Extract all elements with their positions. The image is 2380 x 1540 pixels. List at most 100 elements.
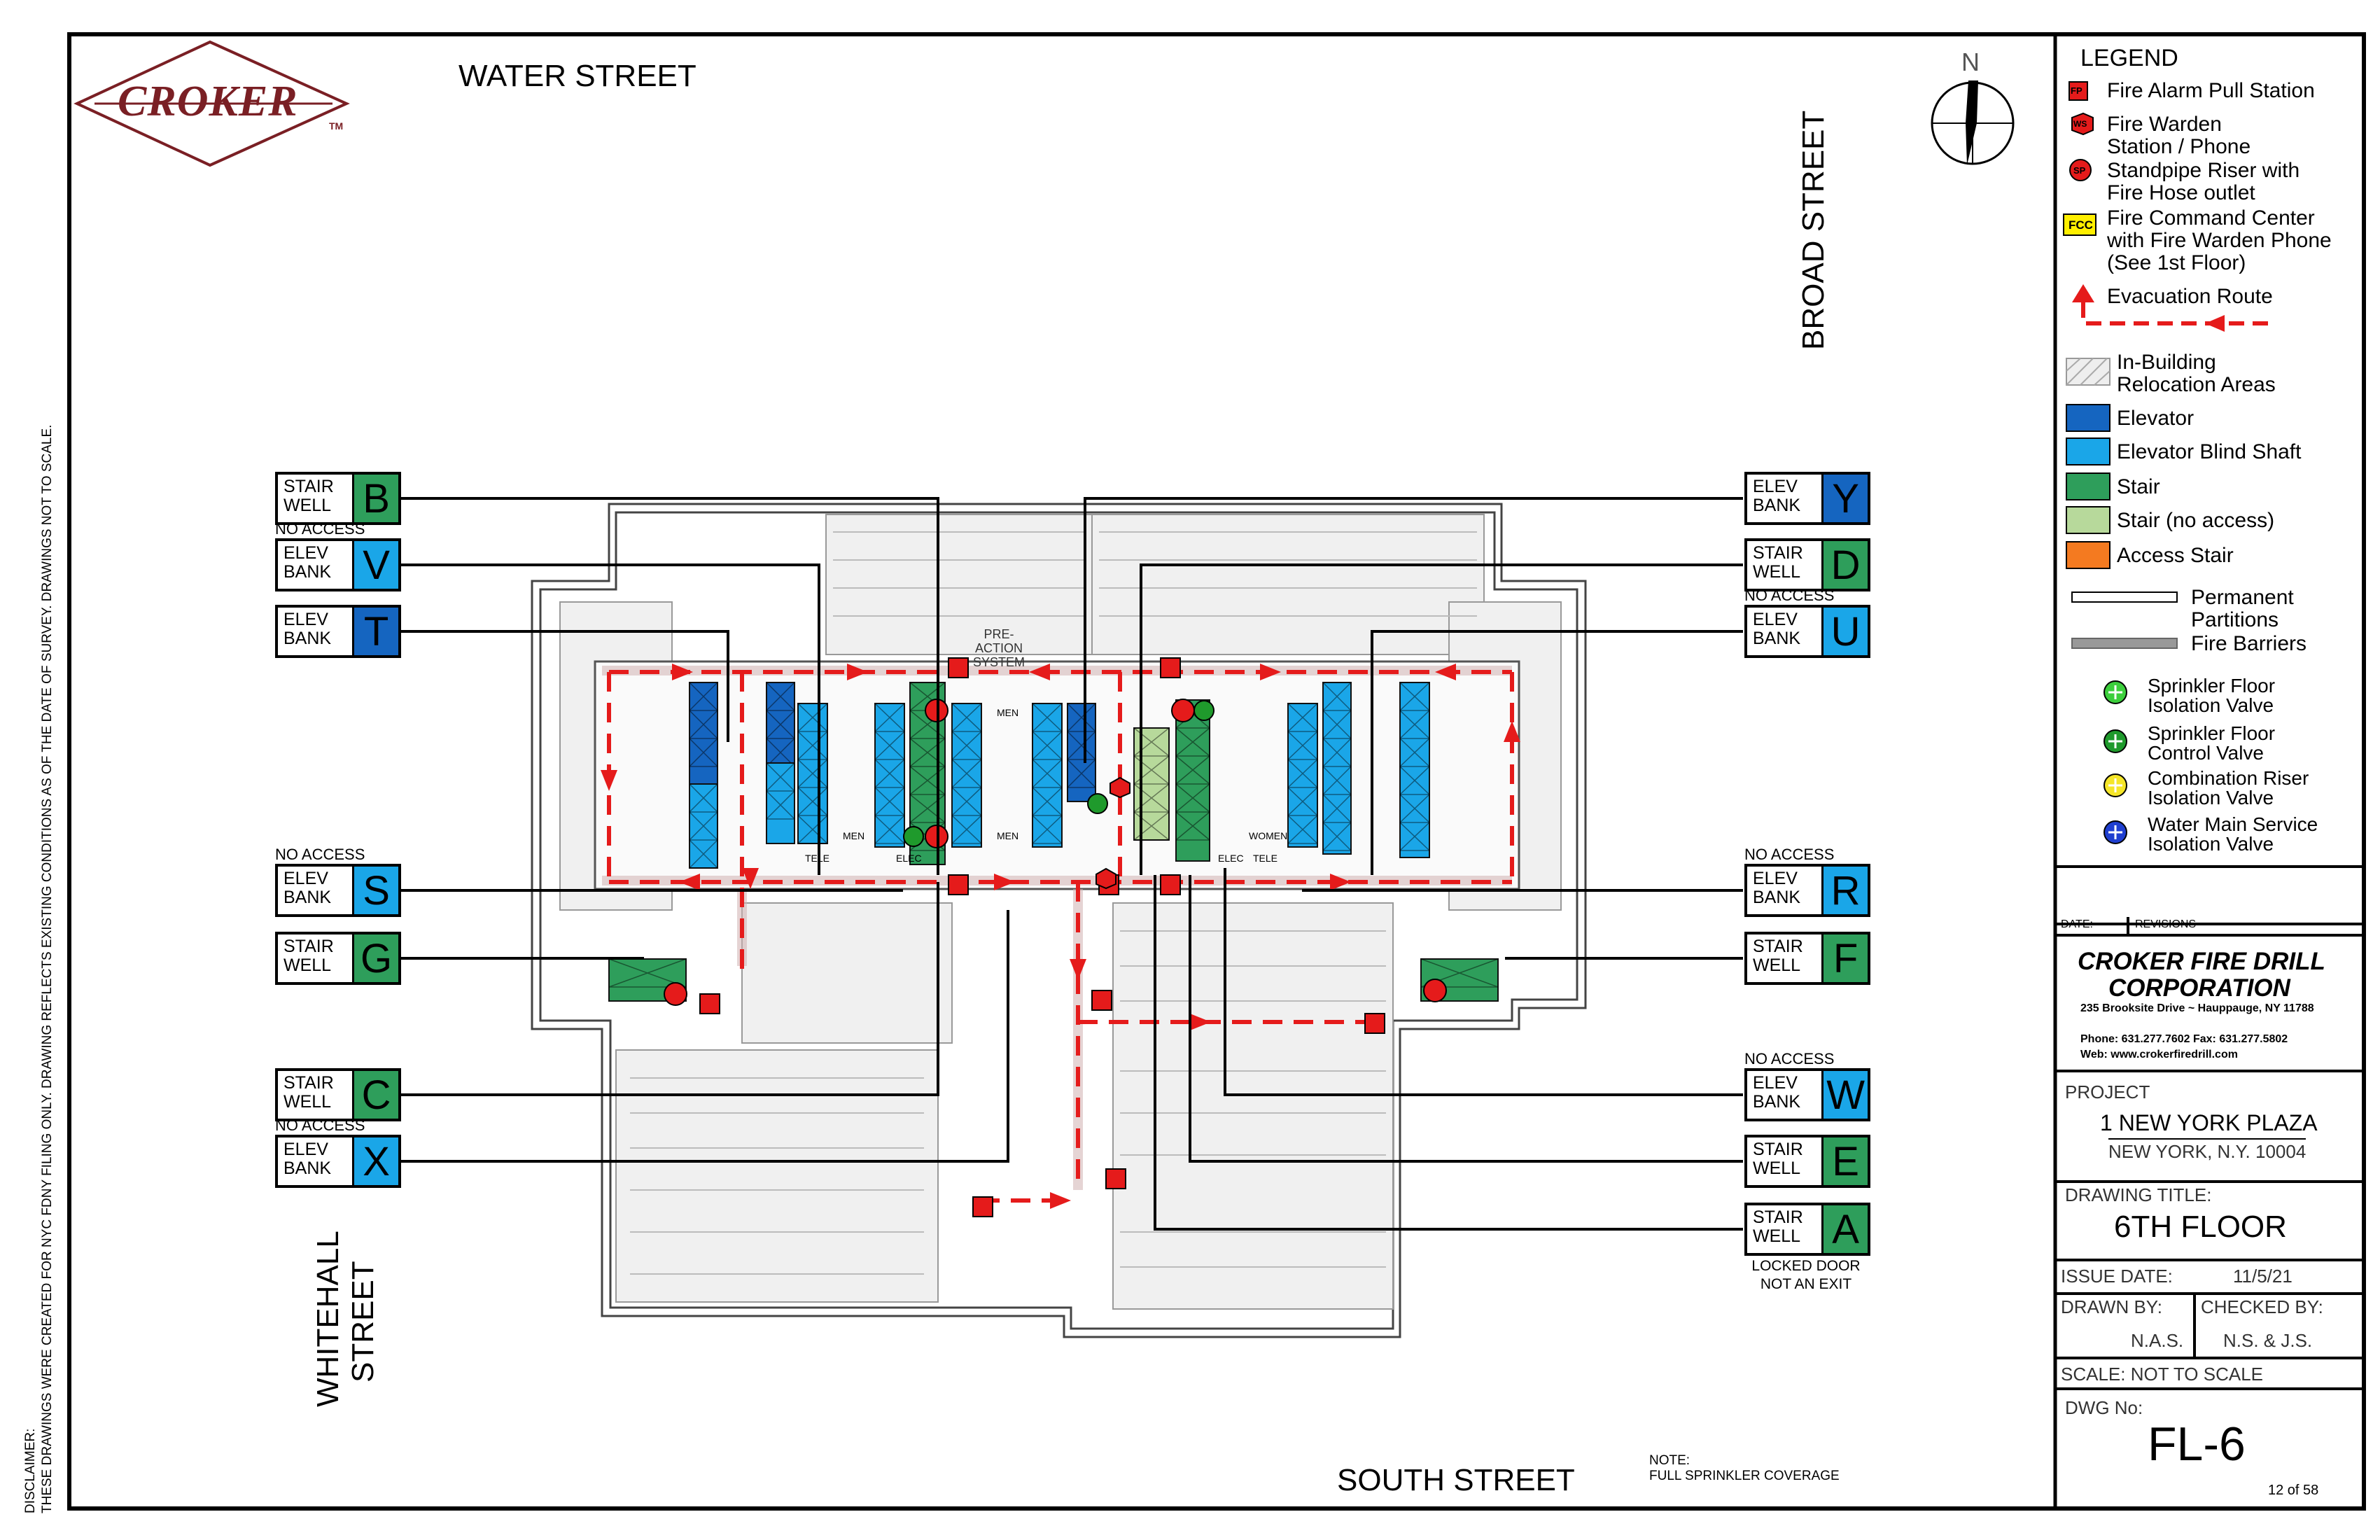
legend-fire-alarm: Fire Alarm Pull Station: [2107, 79, 2315, 102]
disclaimer-line2: THESE DRAWINGS WERE CREATED FOR NYC FDNY…: [40, 424, 55, 1513]
label-letter: C: [354, 1071, 398, 1119]
shaft-mark: [1287, 703, 1318, 732]
shaft-mark: [689, 839, 718, 869]
men-label-2: MEN: [997, 707, 1019, 718]
tb-address: 235 Brooksite Drive ~ Hauppauge, NY 1178…: [2080, 1002, 2314, 1014]
stair-swatch-icon: [2066, 472, 2110, 500]
label-letter: R: [1823, 867, 1868, 914]
shaft-mark: [951, 759, 982, 788]
fire-alarm-pull-station-icon: [1364, 1013, 1385, 1034]
shaft-mark: [1067, 703, 1096, 732]
label-letter: E: [1823, 1138, 1868, 1185]
standpipe-riser-icon: [2069, 159, 2092, 181]
legend-evac: Evacuation Route: [2107, 285, 2273, 308]
street-west-line2: STREET: [346, 1261, 380, 1382]
compass-label: N: [1961, 48, 1980, 76]
label-letter: T: [354, 608, 398, 655]
fire-warden-station-icon: [2071, 112, 2094, 136]
access-stair-swatch-icon: [2066, 541, 2110, 569]
tb-issue-label: ISSUE DATE:: [2061, 1266, 2173, 1287]
shaft-mark: [797, 815, 828, 844]
legend-title: LEGEND: [2080, 45, 2178, 71]
label-type-line1: ELEV: [284, 543, 328, 563]
shaft-mark: [689, 710, 718, 739]
legend-sfiv: Sprinkler Floor Isolation Valve: [2148, 675, 2276, 716]
label-type-line1: ELEV: [284, 1140, 328, 1159]
shaft-mark: [1175, 727, 1210, 757]
logo-text: CROKER: [118, 78, 298, 125]
shaft: [1287, 703, 1318, 848]
shaft-mark: [1287, 759, 1318, 788]
shaft-mark: [689, 783, 718, 813]
fire-alarm-pull-station-icon: [948, 657, 969, 678]
legend-icon-group: [2063, 81, 2268, 844]
shaft: [951, 703, 982, 848]
label-type-line1: STAIR: [1753, 543, 1803, 563]
fire-warden-station-icon: [1110, 776, 1130, 799]
fire-alarm-pull-station-icon: [1105, 1168, 1126, 1189]
preaction-line2: SYSTEM: [972, 655, 1025, 669]
tb-web: Web: www.crokerfiredrill.com: [2080, 1049, 2238, 1060]
legend-stair-no-access: Stair (no access): [2117, 509, 2275, 532]
tb-project-name: 1 NEW YORK PLAZA: [2100, 1110, 2318, 1135]
label-letter: B: [354, 475, 398, 522]
fire-warden-station-icon: [1096, 867, 1116, 890]
shaft: [689, 682, 718, 785]
shaft-mark: [797, 759, 828, 788]
label-letter: X: [354, 1138, 398, 1185]
preaction-line1: PRE-ACTION: [974, 627, 1023, 655]
shaft-mark: [1322, 766, 1352, 795]
label-type-line1: STAIR: [284, 937, 334, 956]
shaft-mark: [1032, 787, 1063, 816]
elec-label-1: ELEC: [896, 853, 922, 864]
shaft-mark: [951, 731, 982, 760]
building-outline: [531, 503, 1587, 1338]
label-type-line2: BANK: [1753, 496, 1801, 515]
legend-stair: Stair: [2117, 475, 2160, 498]
street-north: WATER STREET: [458, 59, 696, 93]
fire-alarm-pull-station-icon: [1091, 990, 1112, 1011]
legend-wmsiv: Water Main Service Isolation Valve: [2148, 813, 2318, 855]
street-west-line1: WHITEHALL: [311, 1231, 345, 1407]
label-type-line2: BANK: [284, 888, 332, 907]
shaft-mark: [766, 710, 795, 739]
fire-alarm-pull-station-icon: [1160, 657, 1181, 678]
legend-criv: Combination Riser Isolation Valve: [2148, 767, 2309, 808]
no-access-label: NO ACCESS: [1744, 587, 1835, 604]
shaft-mark: [1322, 682, 1352, 711]
shaft-mark: [1399, 794, 1430, 823]
shaft: [874, 703, 905, 848]
legend-permanent: Permanent Partitions: [2191, 586, 2294, 631]
shaft: [689, 783, 718, 869]
tb-company-l1: CROKER FIRE DRILL: [2078, 948, 2325, 975]
tb-sheet: 12 of 58: [2268, 1483, 2319, 1498]
shaft-mark: [1322, 738, 1352, 767]
disclaimer: DISCLAIMER: THESE DRAWINGS WERE CREATED …: [22, 425, 56, 1513]
legend-elevator: Elevator: [2117, 407, 2194, 430]
shaft-mark: [1322, 710, 1352, 739]
tb-project-label: PROJECT: [2065, 1082, 2150, 1102]
label-type-line2: BANK: [284, 1158, 332, 1178]
shaft-mark: [766, 682, 795, 711]
label-type-line1: ELEV: [1753, 1073, 1798, 1093]
shaft-mark: [1067, 731, 1096, 760]
label-letter: S: [354, 867, 398, 914]
standpipe-riser-icon: [1423, 979, 1447, 1002]
no-access-label: NO ACCESS: [1744, 846, 1835, 863]
shaft-mark: [797, 787, 828, 816]
shaft-mark: [1175, 811, 1210, 841]
label-type-line1: ELEV: [284, 610, 328, 629]
fire-alarm-pull-station-icon: [2068, 81, 2088, 101]
